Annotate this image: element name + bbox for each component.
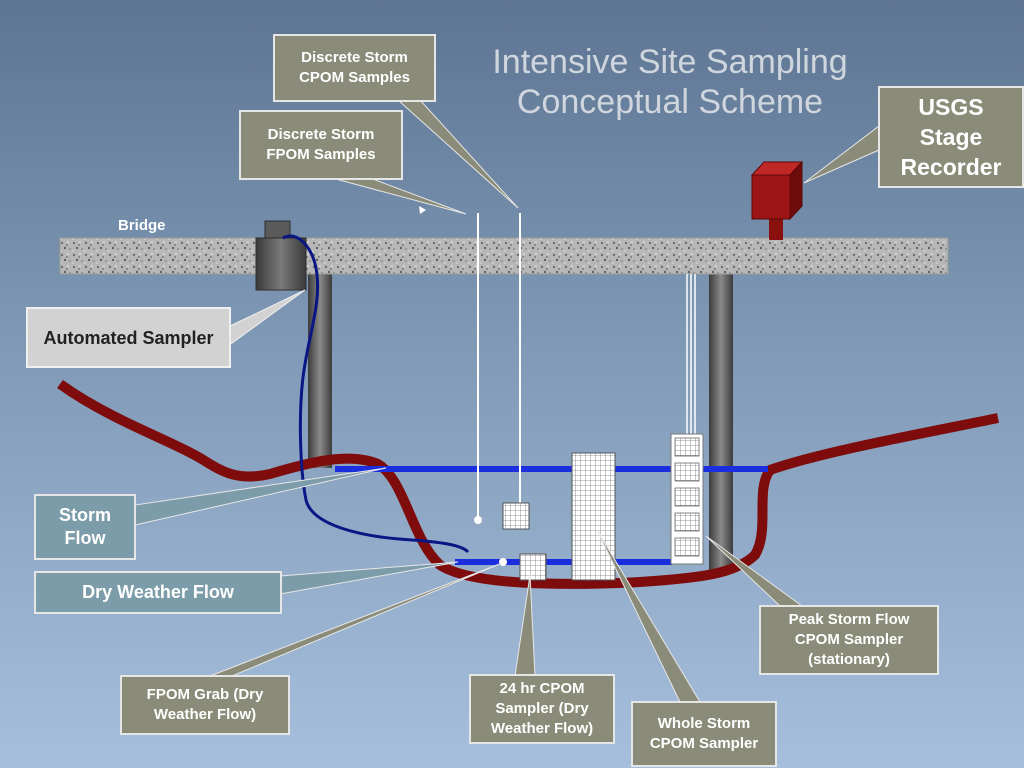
bridge-pier-right — [709, 272, 733, 572]
callout-leader-usgs — [803, 124, 880, 184]
cpom-24hr-label: 24 hr CPOM Sampler (Dry Weather Flow) — [469, 674, 615, 744]
cpom-sample-net — [502, 502, 530, 530]
usgs-recorder-post — [769, 218, 783, 240]
peak-storm-label: Peak Storm Flow CPOM Sampler (stationary… — [759, 605, 939, 675]
intake-tube — [282, 234, 470, 554]
storm-flow-label: Storm Flow — [34, 494, 136, 560]
fpom-sample-point — [474, 516, 482, 524]
dry-weather-flow-label: Dry Weather Flow — [34, 571, 282, 614]
bridge-label: Bridge — [118, 217, 166, 234]
automated-sampler-body — [255, 237, 307, 291]
automated-sampler-label: Automated Sampler — [26, 307, 231, 368]
title-line-2: Conceptual Scheme — [516, 83, 824, 121]
title-line-1: Intensive Site Sampling — [492, 43, 848, 81]
whole-storm-label: Whole Storm CPOM Sampler — [631, 701, 777, 767]
discrete-cpom-label: Discrete Storm CPOM Samples — [273, 34, 436, 102]
stream-channel — [57, 379, 1000, 589]
peak-sampler-bottle-3 — [674, 487, 700, 507]
callout-leader-automated-sampler — [227, 289, 306, 347]
fpom-arrowhead — [419, 206, 426, 214]
bridge-deck — [59, 237, 949, 275]
peak-sampler-bottle-2 — [674, 462, 700, 482]
usgs-recorder-box — [751, 174, 791, 220]
bridge-pier-left — [308, 272, 332, 468]
peak-sampler-bottle-4 — [674, 512, 700, 532]
peak-sampler-bottle-5 — [674, 537, 700, 557]
callout-leader-dry-weather — [279, 561, 459, 595]
peak-sampler-bottle-1 — [674, 437, 700, 457]
diagram-title: Intensive Site Sampling Conceptual Schem… — [470, 42, 870, 122]
callout-leader-discrete-fpom — [331, 177, 467, 215]
cpom-24hr-sampler — [519, 553, 547, 581]
discrete-fpom-label: Discrete Storm FPOM Samples — [239, 110, 403, 180]
callout-leader-24hr — [514, 574, 536, 677]
usgs-recorder-label: USGS Stage Recorder — [878, 86, 1024, 188]
fpom-grab-point — [499, 558, 507, 566]
fpom-grab-label: FPOM Grab (Dry Weather Flow) — [120, 675, 290, 735]
whole-storm-sampler — [571, 452, 616, 581]
